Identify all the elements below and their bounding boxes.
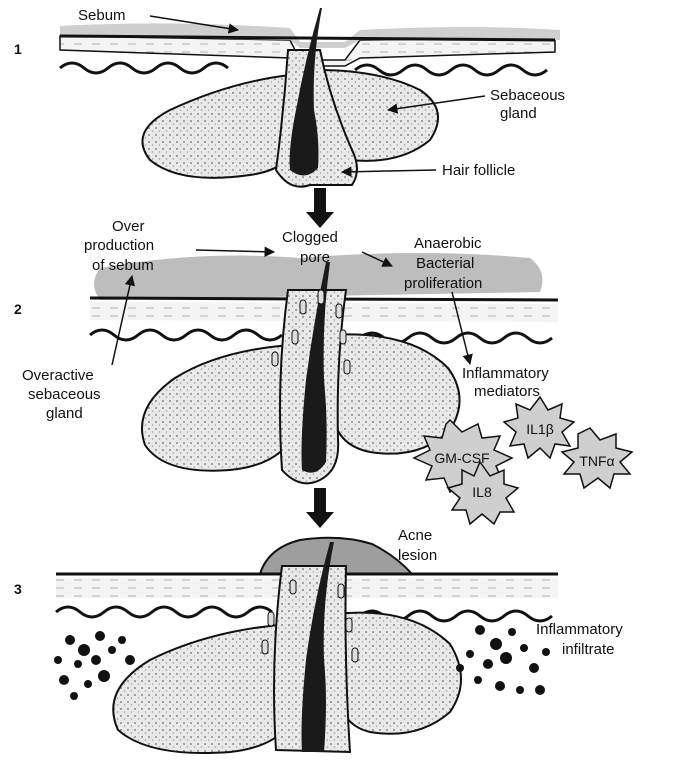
label-inflammatory-mediators-1: Inflammatory (462, 365, 549, 382)
label-sebum: Sebum (78, 7, 126, 24)
arrow-to-mediators (452, 292, 470, 364)
panel-3: 3 (14, 527, 623, 753)
panel-2: 2 Over production of sebum Clogged pore … (14, 218, 632, 524)
cytokine-tnfa-label: TNFα (579, 453, 614, 469)
down-arrow-2 (306, 488, 334, 528)
label-overactive-gland-3: gland (46, 405, 83, 422)
panel-1-gland-left (142, 75, 292, 178)
label-clogged-pore-1: Clogged (282, 229, 338, 246)
cytokine-il1b-label: IL1β (526, 421, 554, 437)
arrow-over-production (196, 250, 274, 252)
label-inflammatory-infiltrate-1: Inflammatory (536, 621, 623, 638)
label-over-production-2: production (84, 237, 154, 254)
label-acne-lesion-1: Acne (398, 527, 432, 544)
cytokine-il1b: IL1β (504, 397, 574, 458)
panel-3-gland-right (336, 613, 461, 734)
label-inflammatory-mediators-2: mediators (474, 383, 540, 400)
label-anaerobic-1: Anaerobic (414, 235, 482, 252)
panel-3-gland-left (113, 624, 296, 753)
label-overactive-gland-1: Overactive (22, 367, 94, 384)
cytokine-tnfa: TNFα (562, 428, 632, 488)
panel-1: 1 Sebum Sebaceous gland Hair follicle (14, 7, 565, 187)
panel-1-number: 1 (14, 41, 22, 57)
label-anaerobic-3: proliferation (404, 275, 482, 292)
label-over-production-1: Over (112, 218, 145, 235)
label-over-production-3: of sebum (92, 257, 154, 274)
label-sebaceous-gland-1: Sebaceous (490, 87, 565, 104)
label-overactive-gland-2: sebaceous (28, 386, 101, 403)
panel-2-number: 2 (14, 301, 22, 317)
panel-3-number: 3 (14, 581, 22, 597)
label-inflammatory-infiltrate-2: infiltrate (562, 641, 615, 658)
panel-2-gland-right (330, 334, 460, 453)
label-anaerobic-2: Bacterial (416, 255, 474, 272)
down-arrow-1 (306, 188, 334, 228)
label-acne-lesion-2: lesion (398, 547, 437, 564)
cytokine-il8-label: IL8 (472, 484, 492, 500)
label-sebaceous-gland-2: gland (500, 105, 537, 122)
label-hair-follicle: Hair follicle (442, 162, 515, 179)
label-clogged-pore-2: pore (300, 249, 330, 266)
